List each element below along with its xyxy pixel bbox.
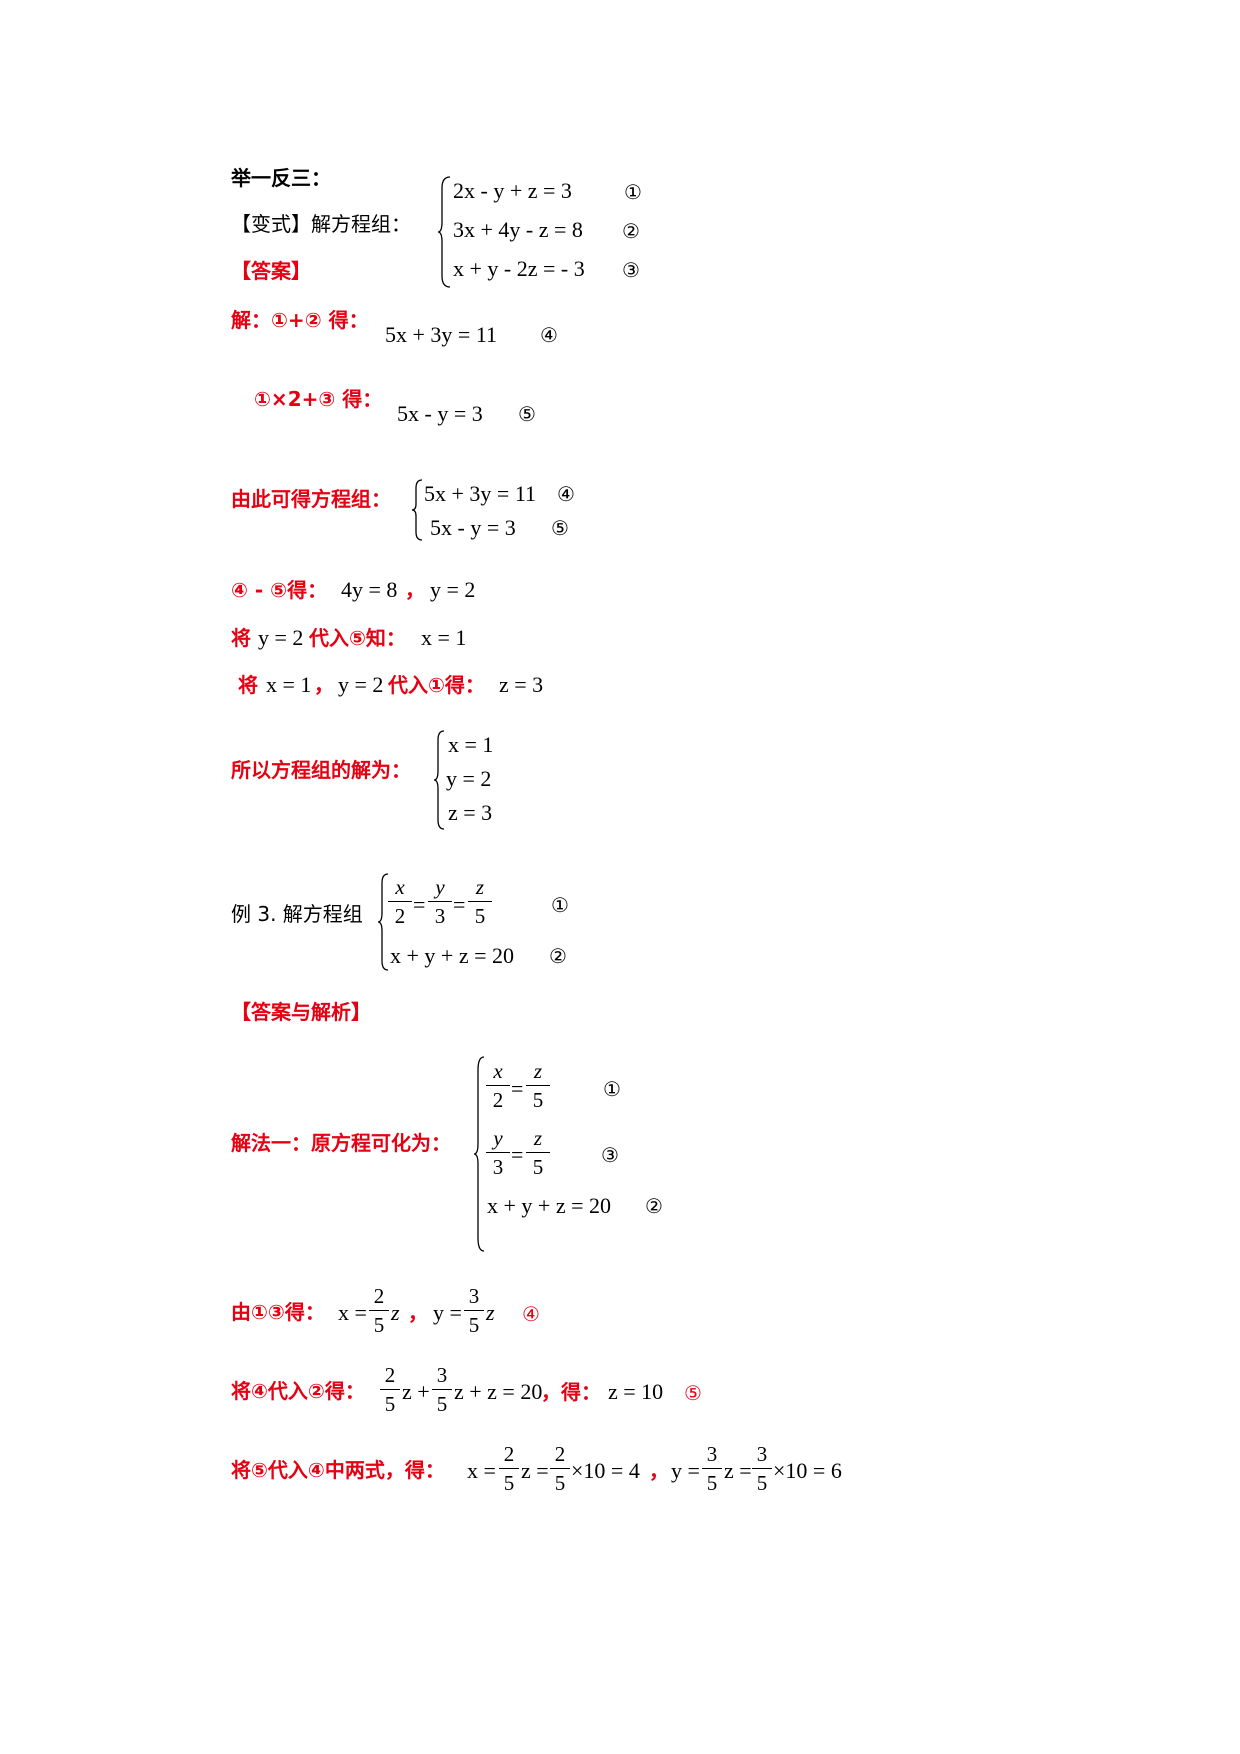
step5-plus: z +: [402, 1379, 430, 1404]
sub3-prefix: 将: [238, 673, 258, 697]
analysis-label: 【答案与解析】: [231, 1000, 371, 1024]
step4-z1: z: [391, 1300, 400, 1325]
combined-tag-2: ⑤: [551, 516, 569, 540]
step6-xr: ×10 = 4: [571, 1458, 640, 1483]
system-eq-2: 3x + 4y - z = 8: [453, 217, 583, 242]
step6-label: 将⑤代入④中两式，得：: [231, 1458, 445, 1482]
m1-eq-sign-2: =: [511, 1142, 524, 1167]
example-brace: [377, 873, 389, 971]
sub3-x: x = 1: [266, 672, 312, 697]
sub3-result: z = 3: [499, 672, 544, 697]
m1-tag-3: ②: [645, 1194, 663, 1218]
step4-tag: ④: [522, 1302, 540, 1326]
combined-eq-1: 5x + 3y = 11: [424, 481, 536, 506]
sub2-result: x = 1: [421, 625, 467, 650]
ex-eq-sign: =: [413, 892, 426, 917]
step6-z-eq-2: z =: [724, 1458, 752, 1483]
step5-tail: z + z = 20: [454, 1379, 543, 1404]
ex-tag-2: ②: [549, 944, 567, 968]
sub1-result: y = 2: [430, 577, 476, 602]
method1-label: 解法一：原方程可化为：: [231, 1131, 451, 1155]
system-eq-3: x + y - 2z = - 3: [453, 256, 585, 281]
ex-tag-1: ①: [551, 893, 569, 917]
final-y: y = 2: [446, 766, 492, 791]
tag-1: ①: [624, 180, 642, 204]
sub1-label: ④ - ⑤得：: [231, 578, 328, 602]
system-brace: [437, 176, 451, 288]
m1-tag-1: ①: [603, 1077, 621, 1101]
sub3-y: y = 2: [338, 672, 384, 697]
combined-label: 由此可得方程组：: [231, 487, 391, 511]
final-label: 所以方程组的解为：: [231, 758, 411, 782]
sub1-sep: ，: [405, 578, 425, 602]
step-1-tag: ④: [540, 323, 558, 347]
example-label: 例 3. 解方程组: [231, 902, 363, 926]
answer-label: 【答案】: [231, 259, 311, 283]
final-x: x = 1: [448, 732, 494, 757]
sub2-prefix: 将: [231, 626, 251, 650]
tag-3: ③: [622, 258, 640, 282]
variant-label: 【变式】解方程组：: [231, 212, 411, 236]
combined-brace: [411, 479, 423, 541]
m1-tag-2: ③: [601, 1143, 619, 1167]
step5-result: z = 10: [608, 1379, 664, 1404]
tag-2: ②: [622, 219, 640, 243]
step6-yr: ×10 = 6: [773, 1458, 842, 1483]
step-2-expr: 5x - y = 3: [397, 401, 483, 426]
combined-eq-2: 5x - y = 3: [430, 515, 516, 540]
step4-x: x =: [338, 1300, 367, 1325]
sub1-expr: 4y = 8: [341, 577, 398, 602]
sub3-sep: ，: [314, 673, 334, 697]
step-2-label: ①×2+③ 得：: [254, 387, 383, 411]
step6-z-eq-1: z =: [521, 1458, 549, 1483]
step6-sep: ，: [649, 1459, 669, 1483]
section-heading: 举一反三：: [231, 166, 331, 190]
method1-brace: [473, 1056, 485, 1252]
step-1-label: 解：①+② 得：: [231, 308, 369, 332]
step5-label: 将④代入②得：: [231, 1379, 365, 1403]
step4-z2: z: [486, 1300, 495, 1325]
m1-eq-sign-1: =: [511, 1076, 524, 1101]
step4-y: y =: [433, 1300, 462, 1325]
step5-got: ，得：: [541, 1380, 601, 1404]
step4-sep: ，: [408, 1301, 428, 1325]
step6-x: x =: [467, 1458, 496, 1483]
system-eq-1: 2x - y + z = 3: [453, 178, 572, 203]
step5-tag: ⑤: [684, 1381, 702, 1405]
step-2-tag: ⑤: [518, 402, 536, 426]
sub3-mid: 代入①得：: [388, 673, 485, 697]
sub2-var: y = 2: [258, 625, 304, 650]
ex-eq-2: x + y + z = 20: [390, 943, 514, 968]
ex-eq-sign-2: =: [453, 892, 466, 917]
combined-tag-1: ④: [557, 482, 575, 506]
step-1-expr: 5x + 3y = 11: [385, 322, 497, 347]
final-brace: [433, 730, 445, 830]
step4-label: 由①③得：: [231, 1300, 325, 1324]
m1-eq-3: x + y + z = 20: [487, 1193, 611, 1218]
sub2-mid: 代入⑤知：: [309, 626, 406, 650]
step6-y: y =: [671, 1458, 700, 1483]
final-z: z = 3: [448, 800, 493, 825]
